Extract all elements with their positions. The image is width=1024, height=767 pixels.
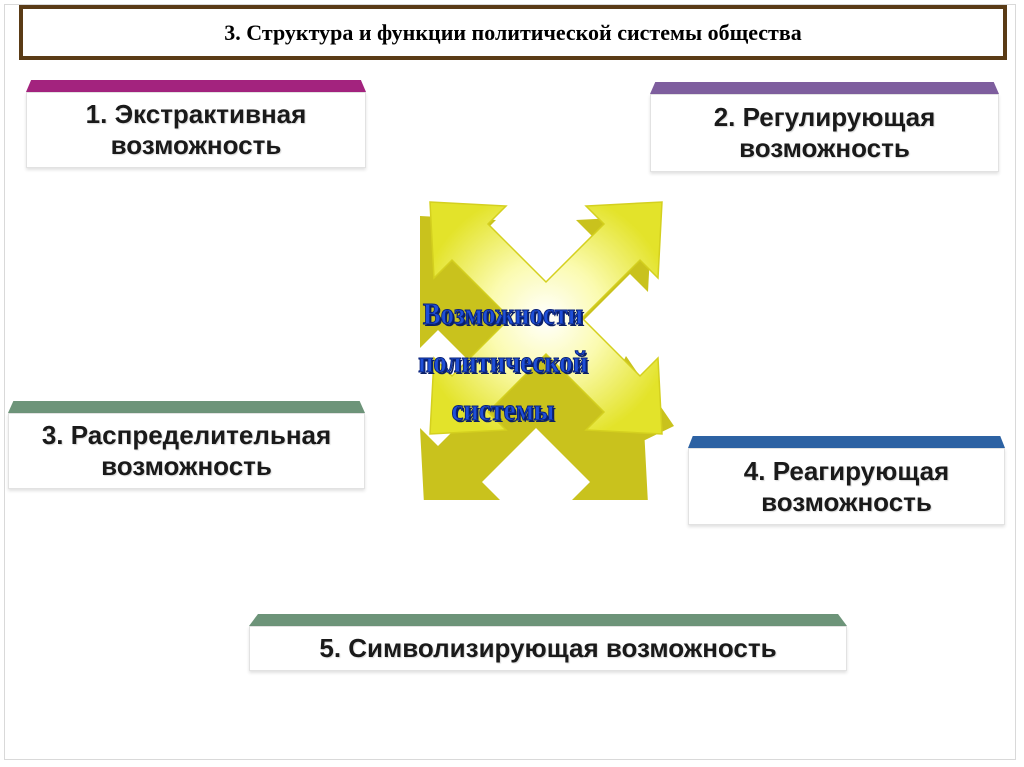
slide-title: 3. Структура и функции политической сист…	[224, 19, 802, 45]
card-bar	[26, 80, 366, 92]
card-extractive: 1. Экстрактивная возможность	[26, 80, 366, 168]
card-bar	[688, 436, 1005, 448]
card-body: 4. Реагирующая возможность	[688, 448, 1005, 525]
card-regulatory: 2. Регулирующая возможность	[650, 82, 999, 172]
card-body: 2. Регулирующая возможность	[650, 94, 999, 172]
card-label: 5. Символизирующая возможность	[319, 633, 777, 663]
card-bar	[8, 401, 365, 413]
slide-frame	[4, 4, 1016, 760]
card-body: 3. Распределительная возможность	[8, 413, 365, 489]
card-symbolic: 5. Символизирующая возможность	[249, 614, 847, 671]
card-body: 5. Символизирующая возможность	[249, 626, 847, 671]
card-label: 2. Регулирующая возможность	[713, 102, 936, 163]
title-box: 3. Структура и функции политической сист…	[19, 5, 1007, 60]
card-label: 4. Реагирующая возможность	[743, 455, 950, 517]
card-label: 3. Распределительная возможность	[41, 420, 332, 481]
four-way-arrow-icon	[420, 201, 674, 500]
card-bar	[650, 82, 999, 94]
card-label: 1. Экстрактивная возможность	[85, 99, 307, 160]
card-bar	[249, 614, 847, 626]
card-distributive: 3. Распределительная возможность	[8, 401, 365, 489]
card-body: 1. Экстрактивная возможность	[26, 92, 366, 168]
card-responsive: 4. Реагирующая возможность	[688, 436, 1005, 525]
center-label: Возможности политической системы	[418, 296, 589, 428]
